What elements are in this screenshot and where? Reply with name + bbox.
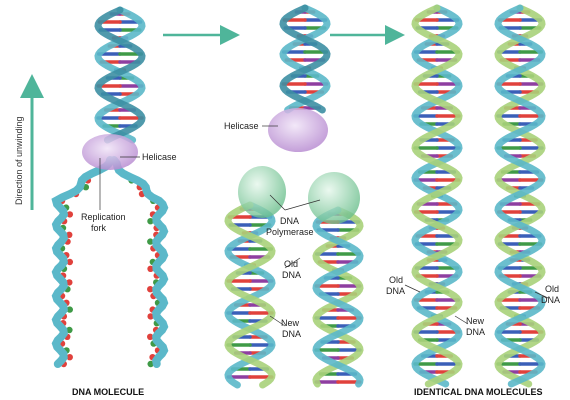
- new-dna-middle-label-1: New: [281, 318, 300, 328]
- fork-left-strand: [56, 160, 110, 364]
- polymerase-left-shape: [238, 166, 286, 218]
- direction-label: Direction of unwinding: [14, 116, 24, 205]
- new-dna-right-label-2: DNA: [466, 327, 485, 337]
- new-dna-middle-label-2: DNA: [282, 329, 301, 339]
- new-dna-right-label-1: New: [466, 316, 485, 326]
- old-dna-middle-label-1: Old: [284, 259, 298, 269]
- old-dna-right-b-label-1: Old: [545, 284, 559, 294]
- old-dna-middle-label-2: DNA: [282, 270, 301, 280]
- helicase-middle-label: Helicase: [224, 121, 259, 131]
- caption-identical-dna-molecules: IDENTICAL DNA MOLECULES: [414, 387, 543, 397]
- dna-polymerase-label-2: Polymerase: [266, 227, 314, 237]
- old-dna-right-a-label-2: DNA: [386, 286, 405, 296]
- dna-polymerase-label-1: DNA: [280, 216, 299, 226]
- replication-fork-label-1: Replication: [81, 212, 126, 222]
- helicase-left-label: Helicase: [142, 152, 177, 162]
- polymerase-right-shape: [308, 172, 360, 224]
- helicase-left-shape: [82, 134, 138, 170]
- helicase-middle-shape: [268, 108, 328, 152]
- replication-fork-label-2: fork: [91, 223, 107, 233]
- old-dna-right-b-label-2: DNA: [541, 295, 560, 305]
- caption-dna-molecule: DNA MOLECULE: [72, 387, 144, 397]
- old-dna-right-a-label-1: Old: [389, 275, 403, 285]
- fork-right-strand: [114, 160, 164, 364]
